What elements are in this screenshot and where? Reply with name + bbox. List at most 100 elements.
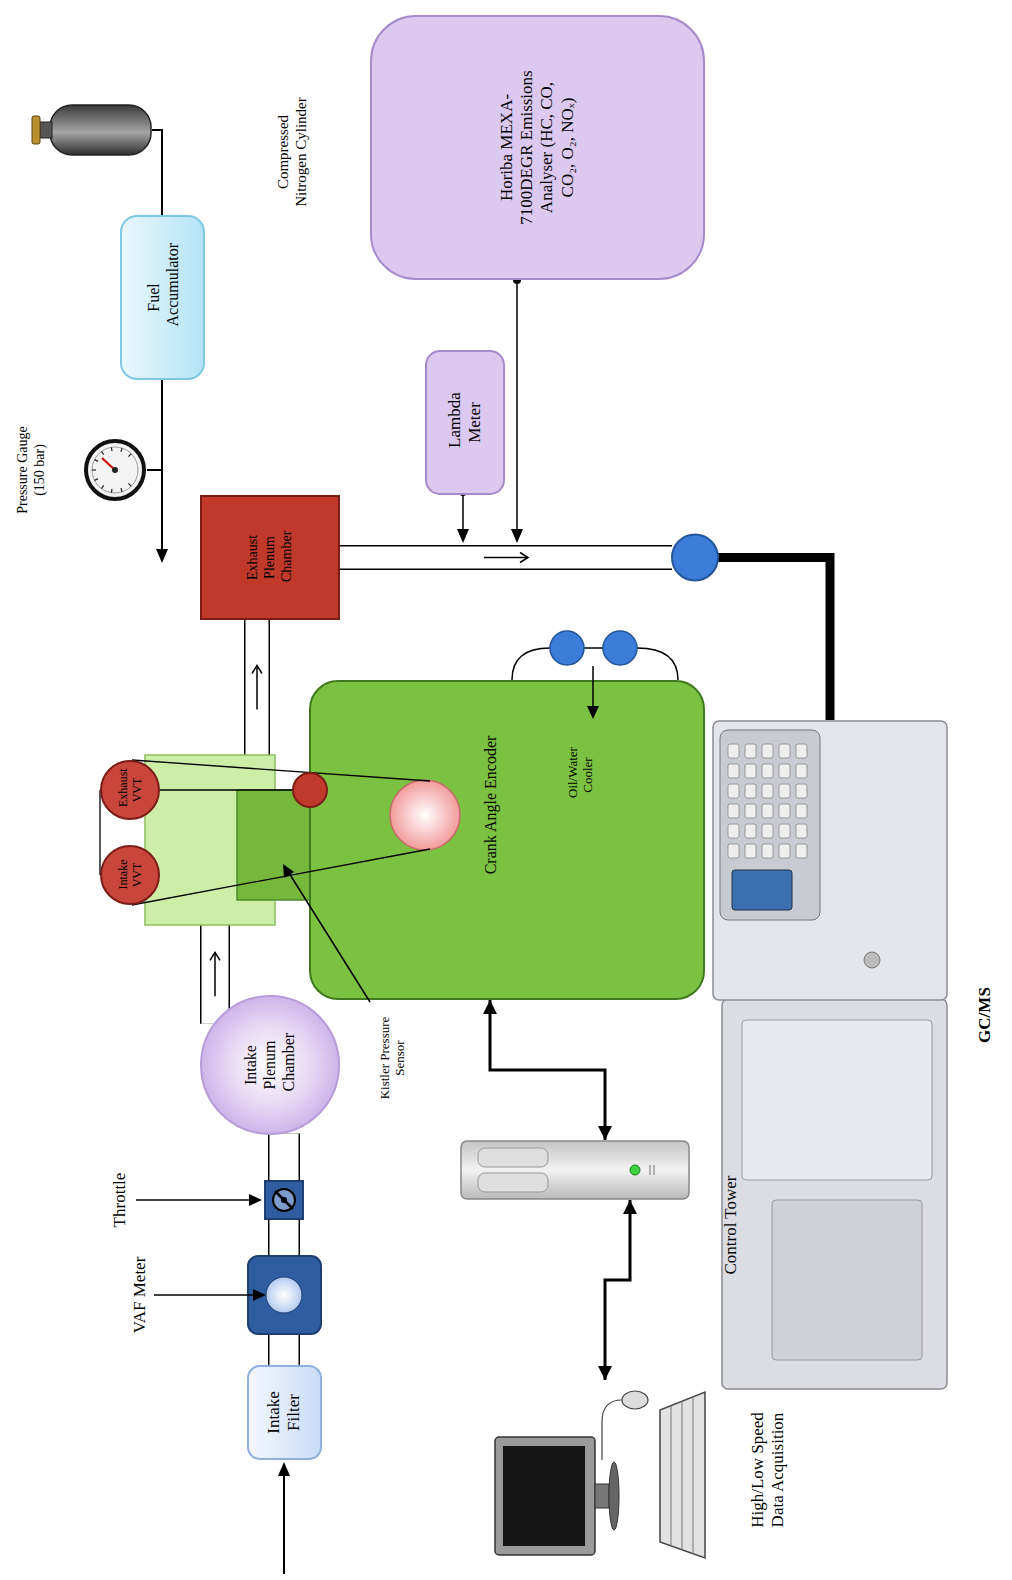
rect-part	[720, 730, 820, 920]
rect-part	[426, 351, 504, 494]
line-line	[152, 130, 162, 215]
engine-block-outline	[145, 680, 705, 1000]
rect-part	[762, 824, 773, 838]
flow-arrow	[214, 952, 216, 996]
circle-part	[92, 447, 138, 493]
rect-part	[595, 1484, 609, 1508]
leader-arrow	[283, 864, 370, 1002]
inlet-arrow	[278, 1462, 290, 1574]
node-label: Intake Plenum Chamber	[241, 1039, 299, 1092]
cooler-arrow	[587, 666, 599, 719]
pressure-gauge: Pressure Gauge (150 bar)	[83, 438, 147, 502]
polygon-part	[278, 1462, 290, 1476]
airflow-meter-outline	[247, 1255, 322, 1335]
lambda-meter: Lambda Meter	[425, 350, 505, 495]
pipe-connector	[210, 925, 220, 1024]
circle-part	[101, 761, 159, 819]
pipe-wall	[268, 1220, 300, 1255]
rect-part	[248, 1366, 321, 1459]
rect-part	[728, 844, 739, 858]
line-part	[161, 380, 163, 550]
line-part	[275, 1191, 293, 1209]
control-tower: Control Tower	[460, 1140, 690, 1200]
line-part	[92, 469, 96, 470]
signal-arrow	[483, 1000, 612, 1140]
rect-part	[796, 744, 807, 758]
line-part	[121, 448, 122, 452]
line-part	[128, 483, 131, 486]
circle-part	[281, 1197, 287, 1203]
line-part	[693, 1397, 694, 1554]
pipe-bore	[270, 1220, 299, 1255]
circle-part	[390, 780, 460, 850]
node-label: Exhaust VVT	[116, 773, 145, 807]
line-part	[147, 469, 162, 471]
flow-arrow-head	[210, 952, 220, 960]
node-label: Lambda Meter	[445, 397, 486, 448]
node-label: Fuel Accumulator	[144, 269, 182, 327]
line-part	[136, 1199, 250, 1201]
line-part	[592, 666, 594, 706]
rect-part	[237, 790, 315, 900]
rect-part	[248, 1256, 321, 1334]
node-label: High/Low Speed Data Acquisition	[748, 1411, 789, 1529]
cooler-loop	[512, 631, 678, 680]
line-part	[102, 485, 104, 488]
node-label: Pressure Gauge (150 bar)	[15, 426, 49, 514]
pipe-wall	[340, 545, 672, 570]
vvt-pulley: Intake VVT	[100, 845, 160, 905]
line-part	[462, 492, 464, 530]
line-part	[111, 447, 113, 451]
rect-part	[728, 744, 739, 758]
data-acquisition-pc: High/Low Speed Data Acquisition	[490, 1380, 735, 1560]
line-part	[111, 489, 113, 493]
polygon-part	[283, 864, 294, 878]
line-part	[128, 454, 131, 457]
node-label: Intake Filter	[264, 1391, 305, 1434]
polygon-part	[660, 1392, 705, 1558]
vvt-pulley: Exhaust VVT	[100, 760, 160, 820]
fuel-accumulator: Fuel Accumulator	[120, 215, 205, 380]
rect-part	[40, 122, 52, 138]
rect-part	[745, 764, 756, 778]
line-part	[95, 460, 99, 462]
rect-part	[201, 496, 339, 619]
rect-part	[779, 824, 790, 838]
exhaust-plenum: Exhaust Plenum Chamber	[200, 495, 340, 620]
data-acquisition-pc-outline	[490, 1380, 735, 1560]
rect-part	[779, 804, 790, 818]
signal-arrow	[152, 130, 162, 215]
pipe-connector	[252, 620, 262, 755]
circle-part	[273, 1189, 295, 1211]
arrow-head	[598, 1366, 612, 1380]
rect-part	[495, 1437, 595, 1555]
rect-part	[265, 1181, 303, 1219]
pipe-bore	[202, 925, 229, 1024]
node-label: VAF Meter	[130, 1256, 150, 1334]
pipe-wall	[268, 1134, 300, 1180]
pipe-connector	[284, 1220, 285, 1255]
circle-part	[550, 631, 584, 665]
circle-part	[112, 467, 118, 473]
emissions-analyser: Horiba MEXA-7100DEGR Emissions Analyser …	[370, 15, 705, 280]
rect-part	[762, 844, 773, 858]
pipe-bore	[270, 1335, 299, 1365]
node-label: Horiba MEXA-7100DEGR Emissions Analyser …	[497, 70, 579, 225]
ellipse-part	[622, 1391, 648, 1409]
rect-part	[728, 784, 739, 798]
timing-belt	[100, 760, 430, 905]
pipe-connector	[284, 1335, 285, 1365]
node-label: Control Tower	[721, 1175, 741, 1275]
control-tower-outline	[460, 1140, 690, 1200]
pressure-gauge-outline	[83, 438, 147, 502]
path-part	[512, 648, 550, 680]
path-part	[637, 648, 678, 680]
ellipse-part	[609, 1462, 619, 1530]
rect-part	[121, 216, 204, 379]
flow-arrow	[256, 666, 258, 710]
rect-part	[796, 804, 807, 818]
rect-part	[742, 1020, 932, 1180]
line-part	[160, 789, 293, 790]
rect-part	[732, 870, 792, 910]
arrow-head	[483, 1000, 497, 1014]
